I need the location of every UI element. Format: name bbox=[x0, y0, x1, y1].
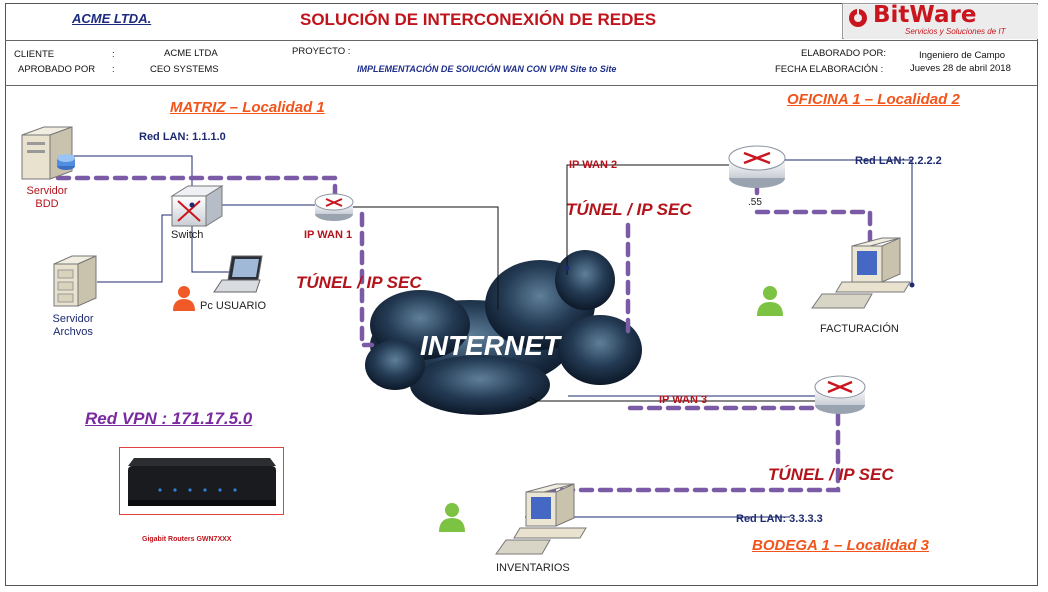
servidor-archivos-label: Servidor Archvos bbox=[42, 313, 104, 339]
user-green-facturacion-icon bbox=[757, 286, 783, 316]
elaborado-label: ELABORADO POR: bbox=[801, 48, 886, 59]
lan3-label: Red LAN: 3.3.3.3 bbox=[736, 513, 823, 525]
switch-icon bbox=[170, 185, 224, 227]
user-orange-icon bbox=[173, 286, 195, 311]
wan2-mark: .55 bbox=[748, 197, 762, 208]
aprobado-value: CEO SYSTEMS bbox=[150, 64, 219, 75]
proyecto-label: PROYECTO : bbox=[292, 46, 351, 57]
cliente-sep: : bbox=[112, 49, 115, 60]
tunnel-label-2: TÚNEL / IP SEC bbox=[566, 200, 692, 219]
wan2-label: IP WAN 2 bbox=[569, 159, 618, 171]
facturacion-label: FACTURACIÓN bbox=[820, 323, 899, 335]
servidor-archivos-label-line1: Servidor bbox=[52, 313, 94, 325]
page-title: SOLUCIÓN DE INTERCONEXIÓN DE REDES bbox=[300, 10, 657, 29]
pc-usuario-label: Pc USUARIO bbox=[200, 300, 267, 312]
inventarios-label: INVENTARIOS bbox=[496, 562, 570, 574]
diagram-frame bbox=[5, 3, 1038, 586]
logo-graphic bbox=[844, 5, 1038, 39]
vpn-router-graphic bbox=[128, 458, 276, 506]
lan2-label: Red LAN: 2.2.2.2 bbox=[855, 155, 942, 167]
servidor-bdd-label: Servidor BDD bbox=[16, 185, 78, 211]
tunnel-label-1: TÚNEL / IP SEC bbox=[296, 273, 422, 292]
vpn-network-label: Red VPN : 171.17.5.0 bbox=[85, 409, 253, 428]
cliente-value: ACME LTDA bbox=[164, 48, 218, 59]
router-wan3-icon bbox=[814, 375, 866, 414]
fecha-value: Jueves 28 de abril 2018 bbox=[910, 63, 1011, 74]
internet-label: INTERNET bbox=[420, 330, 560, 361]
company-name: ACME LTDA. bbox=[72, 11, 152, 26]
router-wan2-icon bbox=[728, 145, 786, 188]
switch-label: Switch bbox=[171, 229, 204, 241]
server-bdd-icon bbox=[21, 126, 75, 180]
header-divider-bottom bbox=[5, 85, 1038, 86]
fecha-label: FECHA ELABORACIÓN : bbox=[775, 64, 884, 75]
router-wan1-icon bbox=[314, 193, 354, 221]
servidor-archivos-label-line2: Archvos bbox=[53, 326, 93, 338]
cliente-label: CLIENTE bbox=[14, 49, 55, 60]
lan1-label: Red LAN: 1.1.1.0 bbox=[139, 131, 226, 143]
vpn-router-image bbox=[119, 447, 284, 515]
wan-connections bbox=[348, 164, 815, 401]
aprobado-label: APROBADO POR bbox=[18, 64, 96, 75]
wan3-label: IP WAN 3 bbox=[659, 394, 708, 406]
proyecto-value: IMPLEMENTACIÓN DE SOlUCIÓN WAN CON VPN S… bbox=[357, 64, 617, 74]
connection-dots bbox=[189, 202, 915, 288]
tunnel-label-3: TÚNEL / IP SEC bbox=[768, 465, 894, 484]
logo-name: BitWare bbox=[873, 2, 977, 28]
user-green-inventarios-icon bbox=[439, 503, 465, 532]
workstation-facturacion-icon bbox=[811, 237, 911, 309]
elaborado-value: Ingeniero de Campo bbox=[919, 50, 1006, 61]
location-bodega: BODEGA 1 – Localidad 3 bbox=[752, 537, 929, 554]
wan1-label: IP WAN 1 bbox=[304, 229, 353, 241]
servidor-bdd-label-line2: BDD bbox=[35, 198, 59, 210]
logo-tagline: Servicios y Soluciones de IT bbox=[905, 27, 1006, 36]
laptop-icon bbox=[213, 255, 263, 293]
server-archivos-icon bbox=[53, 255, 97, 307]
lan-connections bbox=[66, 155, 913, 518]
servidor-bdd-label-line1: Servidor bbox=[26, 185, 68, 197]
bitware-logo: BitWare Servicios y Soluciones de IT bbox=[842, 2, 1038, 39]
vpn-router-model: Gigabit Routers GWN7XXX bbox=[142, 536, 232, 543]
internet-cloud bbox=[365, 250, 642, 415]
aprobado-sep: : bbox=[112, 64, 115, 75]
location-oficina: OFICINA 1 – Localidad 2 bbox=[787, 91, 960, 108]
location-matriz: MATRIZ – Localidad 1 bbox=[170, 99, 325, 116]
workstation-inventarios-icon bbox=[495, 483, 587, 555]
header-divider bbox=[5, 40, 1038, 41]
